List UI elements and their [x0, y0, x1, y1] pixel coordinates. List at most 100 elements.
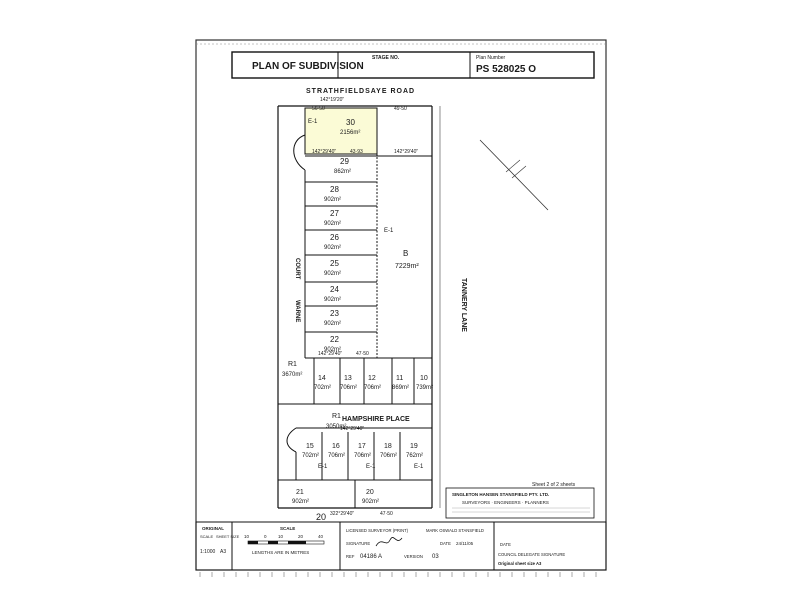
scale-bar	[247, 540, 325, 545]
lot-14-area: 702m²	[314, 385, 331, 391]
road-strathfieldsaye: STRATHFIELDSAYE ROAD	[306, 88, 415, 95]
subdivision-boundaries	[277, 105, 549, 509]
plan-number: PS 528025 O	[476, 64, 536, 75]
lot-10-number: 10	[420, 375, 428, 382]
lot-25-number: 25	[330, 259, 339, 268]
plan-title: PLAN OF SUBDIVISION	[252, 61, 364, 72]
lot-21-area: 902m²	[292, 499, 309, 505]
lot-26-number: 26	[330, 233, 339, 242]
ref-label: REF	[346, 554, 355, 559]
lot-22-area: 902m²	[324, 347, 341, 353]
lot-12-area: 706m²	[364, 385, 381, 391]
lot-16-area: 706m²	[328, 453, 345, 459]
distance-south: 47·50	[380, 511, 393, 517]
version-value: 03	[432, 554, 439, 560]
lot-20-number: 20	[366, 489, 374, 496]
lot-24-number: 24	[330, 285, 339, 294]
scale-tick-1: 10	[244, 534, 250, 539]
reserve-2-label: R1	[332, 413, 341, 420]
bearing-b-north: 142°29'40"	[394, 149, 418, 155]
lot-19-number: 19	[410, 443, 418, 450]
lot-26-area: 902m²	[324, 245, 341, 251]
sheet-note: Sheet 2 of 2 sheets	[532, 482, 576, 488]
lot-30-area: 2156m²	[340, 130, 360, 136]
lot-16-number: 16	[332, 443, 340, 450]
reserves: R1 3670m² R1 3050m²	[282, 361, 346, 430]
easement-e1-19: E-1	[414, 464, 424, 470]
lot-18-number: 18	[384, 443, 392, 450]
signature-label: SIGNATURE	[346, 541, 370, 546]
lot-b-area: 7229m²	[395, 263, 419, 270]
firm-block: Sheet 2 of 2 sheets SINGLETON HANSEN STA…	[445, 482, 595, 519]
lot-29-number: 29	[340, 157, 349, 166]
road-court: COURT	[294, 258, 300, 280]
road-hampshire-place: HAMPSHIRE PLACE	[342, 416, 410, 423]
original-sheet: A3	[220, 549, 226, 555]
surveyor-name: MARK OSWALD STANSFIELD	[426, 528, 484, 533]
road-tannery-lane: TANNERY LANE	[460, 278, 467, 332]
lot-15-area: 702m²	[302, 453, 319, 459]
scale-units: LENGTHS ARE IN METRES	[252, 550, 309, 555]
bottom-ruler	[199, 572, 597, 577]
lot-30-number: 30	[346, 118, 355, 127]
lot-15-number: 15	[306, 443, 314, 450]
plan-number-label: Plan Number	[476, 55, 506, 61]
date-label: DATE	[440, 541, 451, 546]
scale-tick-4: 20	[298, 534, 304, 539]
original-sheet-label: SHEET SIZE	[216, 534, 240, 539]
surveyor-signature	[375, 537, 403, 547]
easement-e1-17: E-1	[366, 464, 376, 470]
version-label: VERSION	[404, 554, 423, 559]
lot-11-area: 869m²	[392, 385, 409, 391]
easement-e1-15: E-1	[318, 464, 328, 470]
lot-13-area: 706m²	[340, 385, 357, 391]
distance-row-22: 47·50	[356, 351, 369, 357]
lot-27-number: 27	[330, 209, 339, 218]
lot-23-number: 23	[330, 309, 339, 318]
info-strip: ORIGINAL SCALE 1:1000 SHEET SIZE A3 SCAL…	[195, 521, 607, 571]
original-sheet-size: Original sheet size A3	[498, 561, 542, 566]
lot-29-area: 862m²	[334, 169, 351, 175]
council-date-label: DATE	[500, 542, 511, 547]
title-block: PLAN OF SUBDIVISION STAGE NO. Plan Numbe…	[231, 51, 595, 79]
lot-23-area: 902m²	[324, 321, 341, 327]
lot-18-area: 706m²	[380, 453, 397, 459]
lot-14-number: 14	[318, 375, 326, 382]
lot-17-number: 17	[358, 443, 366, 450]
easements: E-1 E-1 E-1 E-1 E-1	[308, 119, 424, 470]
date-value: 24/11/05	[456, 541, 474, 546]
distance-c: 56·50	[312, 106, 325, 112]
lot-20-area: 902m²	[362, 499, 379, 505]
lot-12-number: 12	[368, 375, 376, 382]
lot-22-number: 22	[330, 335, 339, 344]
footer-number: 20	[316, 512, 326, 522]
scale-tick-5: 40	[318, 534, 324, 539]
easement-e1-30: E-1	[308, 119, 318, 125]
bearing-south: 322°29'40"	[330, 511, 354, 517]
lot-25-area: 902m²	[324, 271, 341, 277]
lot-27-area: 902m²	[324, 221, 341, 227]
bearing-row-22: 142°29'40"	[318, 351, 342, 357]
lot-17-area: 706m²	[354, 453, 371, 459]
original-label: ORIGINAL	[202, 526, 224, 531]
lot-10-area: 739m²	[416, 385, 433, 391]
bearings: 142°19'20" 56·50 49·50 142°29'40" 43·93 …	[312, 97, 418, 517]
easement-e1-b: E-1	[384, 228, 394, 234]
ref-value: 04186 A	[360, 554, 382, 560]
lot-21-number: 21	[296, 489, 304, 496]
distance-b: 43·93	[350, 149, 363, 155]
firm-tagline: SURVEYORS · ENGINEERS · PLANNERS	[462, 500, 549, 505]
bearing-hampshire: 142°29'40"	[340, 426, 364, 432]
sheet-border	[195, 39, 607, 571]
distance-d: 49·50	[394, 106, 407, 112]
reserve-2-area: 3050m²	[326, 424, 346, 430]
lot-labels: 302156m²29862m²28902m²27902m²26902m²2590…	[292, 118, 433, 505]
firm-name: SINGLETON HANSEN STANSFIELD PTY. LTD.	[452, 492, 549, 497]
lot-b-label: B	[403, 249, 408, 258]
bearing-lot30-south: 142°29'40"	[312, 149, 336, 155]
scale-bar-label: SCALE	[280, 526, 295, 531]
original-scale: 1:1000	[200, 549, 216, 555]
lot-b: B 7229m²	[395, 249, 419, 270]
lot-11-number: 11	[396, 375, 403, 382]
